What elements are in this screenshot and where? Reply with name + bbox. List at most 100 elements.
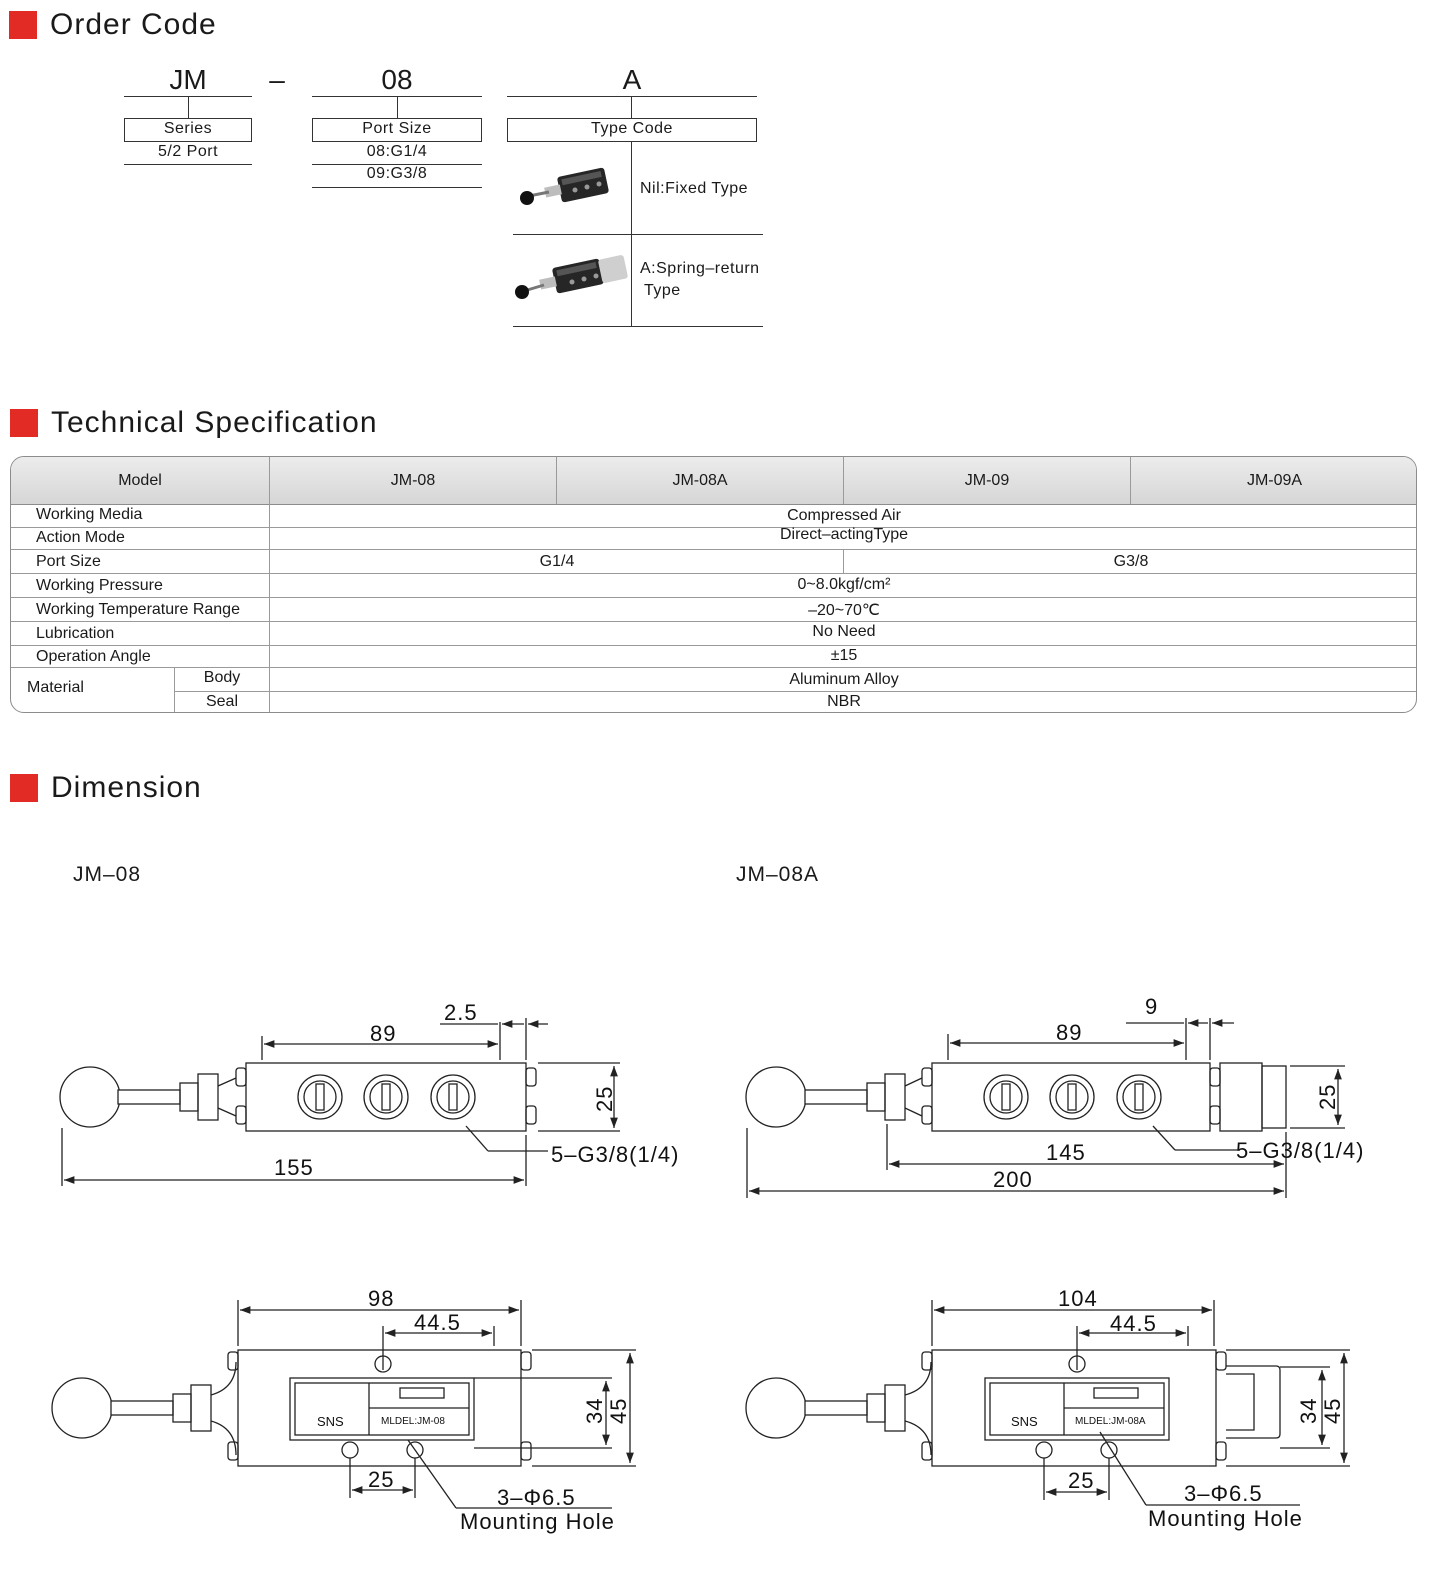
spec-header: Model JM-08 JM-08A JM-09 JM-09A bbox=[11, 457, 1416, 505]
series-label: Series bbox=[124, 118, 252, 142]
port-value-09: 09:G3/8 bbox=[366, 165, 428, 182]
spec-row-value: 0~8.0kgf/cm² bbox=[797, 576, 891, 593]
spec-row: Working Temperature Range –20~70℃ bbox=[11, 598, 1416, 622]
section-marker-tech-spec bbox=[10, 409, 38, 437]
code-type: A bbox=[622, 64, 642, 95]
dim-rb-brand: SNS bbox=[1011, 1414, 1038, 1429]
dim-l-25: 25 bbox=[592, 1086, 617, 1112]
dim-lb-hole-label: Mounting Hole bbox=[460, 1509, 615, 1534]
spec-row: Working Pressure 0~8.0kgf/cm² bbox=[11, 574, 1416, 598]
port-connector bbox=[397, 96, 398, 118]
spec-col-jm08: JM-08 bbox=[270, 457, 557, 504]
spec-row-value: Direct–actingType bbox=[779, 526, 909, 543]
dim-r-145: 145 bbox=[1046, 1140, 1086, 1165]
code-series: JM bbox=[169, 64, 207, 95]
spec-row-value: ±15 bbox=[830, 647, 858, 664]
dim-lb-model-text: MLDEL:JM-08 bbox=[381, 1416, 445, 1427]
port-value-rule-2 bbox=[312, 187, 482, 188]
type-rule bbox=[507, 96, 757, 97]
spec-row-value-g14: G1/4 bbox=[539, 553, 575, 570]
spring-return-valve-image bbox=[515, 255, 628, 299]
dim-l-155: 155 bbox=[274, 1155, 314, 1180]
dim-rb-104: 104 bbox=[1058, 1286, 1098, 1311]
material-body-value: Aluminum Alloy bbox=[789, 671, 899, 688]
section-marker-order-code bbox=[9, 11, 37, 39]
dim-rb-45: 45 bbox=[1320, 1398, 1345, 1424]
type-spring-label-1: A:Spring–return bbox=[640, 260, 760, 277]
spec-row-label: Operation Angle bbox=[36, 648, 151, 665]
material-body-rule bbox=[174, 691, 1416, 692]
spec-row-label: Lubrication bbox=[36, 625, 115, 642]
spec-col-jm08a: JM-08A bbox=[557, 457, 844, 504]
material-label: Material bbox=[27, 679, 84, 696]
spec-table: Model JM-08 JM-08A JM-09 JM-09A Working … bbox=[10, 456, 1417, 713]
dim-rb-34: 34 bbox=[1296, 1398, 1321, 1424]
dim-r-25: 25 bbox=[1315, 1084, 1340, 1110]
material-separator bbox=[174, 668, 175, 712]
dim-rb-44: 44.5 bbox=[1110, 1311, 1157, 1336]
spec-row-label: Working Media bbox=[36, 506, 143, 523]
type-fixed-label: Nil:Fixed Type bbox=[640, 180, 749, 197]
spec-port-separator bbox=[843, 550, 844, 574]
spec-row: Lubrication No Need bbox=[11, 622, 1416, 646]
series-value-rule bbox=[124, 164, 252, 165]
series-connector bbox=[188, 96, 189, 118]
dim-lb-hole: 3–Φ6.5 bbox=[497, 1485, 576, 1510]
type-spring-label-2: Type bbox=[644, 282, 681, 299]
dim-rb-model-text: MLDEL:JM-08A bbox=[1075, 1416, 1146, 1427]
spec-row-value: –20~70℃ bbox=[808, 602, 880, 619]
jm08-top-view bbox=[51, 1349, 532, 1467]
spec-label-separator bbox=[269, 504, 270, 712]
dim-l-gap: 2.5 bbox=[444, 1000, 478, 1025]
dim-lb-34: 34 bbox=[582, 1398, 607, 1424]
spec-row: Operation Angle ±15 bbox=[11, 646, 1416, 668]
code-dash: – bbox=[269, 64, 285, 95]
material-seal-label: Seal bbox=[205, 693, 239, 710]
dim-l-port: 5–G3/8(1/4) bbox=[551, 1142, 679, 1167]
tech-spec-title: Technical Specification bbox=[51, 406, 378, 439]
spec-col-jm09a: JM-09A bbox=[1246, 472, 1303, 489]
spec-row: Working Media Compressed Air bbox=[11, 504, 1416, 528]
jm08a-top-view bbox=[745, 1349, 1281, 1467]
port-value-rule-1 bbox=[312, 164, 482, 165]
dim-lb-brand: SNS bbox=[317, 1414, 344, 1429]
spec-row-label: Working Temperature Range bbox=[36, 601, 240, 618]
jm08-side-view bbox=[59, 1062, 537, 1132]
dim-rb-hole: 3–Φ6.5 bbox=[1184, 1481, 1263, 1506]
spec-row: Action Mode Direct–actingType bbox=[11, 526, 1416, 550]
type-row-rule-2 bbox=[513, 326, 763, 327]
dim-left-model: JM–08 bbox=[73, 863, 142, 886]
dim-right-model: JM–08A bbox=[736, 863, 820, 886]
material-body-label: Body bbox=[203, 669, 241, 686]
dim-r-200: 200 bbox=[993, 1167, 1033, 1192]
spec-row-value: No Need bbox=[812, 623, 876, 640]
type-label: Type Code bbox=[507, 118, 757, 142]
port-label: Port Size bbox=[312, 118, 482, 142]
spec-col-model: Model bbox=[11, 457, 270, 504]
spec-row-label: Port Size bbox=[36, 553, 101, 570]
spec-col-jm09: JM-09 bbox=[844, 457, 1131, 504]
dimension-title: Dimension bbox=[51, 771, 202, 804]
dim-lb-98: 98 bbox=[368, 1286, 394, 1311]
jm08a-side-view bbox=[745, 1062, 1287, 1132]
dim-rb-hole-label: Mounting Hole bbox=[1148, 1506, 1303, 1531]
dim-lb-45: 45 bbox=[606, 1398, 631, 1424]
dim-lb-44: 44.5 bbox=[414, 1310, 461, 1335]
series-value: 5/2 Port bbox=[157, 143, 219, 160]
dim-rb-25: 25 bbox=[1068, 1468, 1094, 1493]
spec-row: Port Size G1/4 G3/8 bbox=[11, 550, 1416, 574]
dim-lb-25: 25 bbox=[368, 1467, 394, 1492]
section-marker-dimension bbox=[10, 774, 38, 802]
dim-r-port: 5–G3/8(1/4) bbox=[1236, 1138, 1364, 1163]
type-row-rule-1 bbox=[513, 234, 763, 235]
material-seal-value: NBR bbox=[827, 693, 861, 710]
order-code-title: Order Code bbox=[50, 8, 217, 41]
dim-r-89: 89 bbox=[1056, 1020, 1082, 1045]
port-value-08: 08:G1/4 bbox=[366, 143, 428, 160]
fixed-type-valve-image bbox=[520, 167, 609, 205]
type-connector bbox=[631, 96, 632, 118]
code-port: 08 bbox=[381, 64, 413, 95]
spec-row-value: Compressed Air bbox=[787, 507, 901, 524]
spec-row-label: Action Mode bbox=[36, 529, 125, 546]
